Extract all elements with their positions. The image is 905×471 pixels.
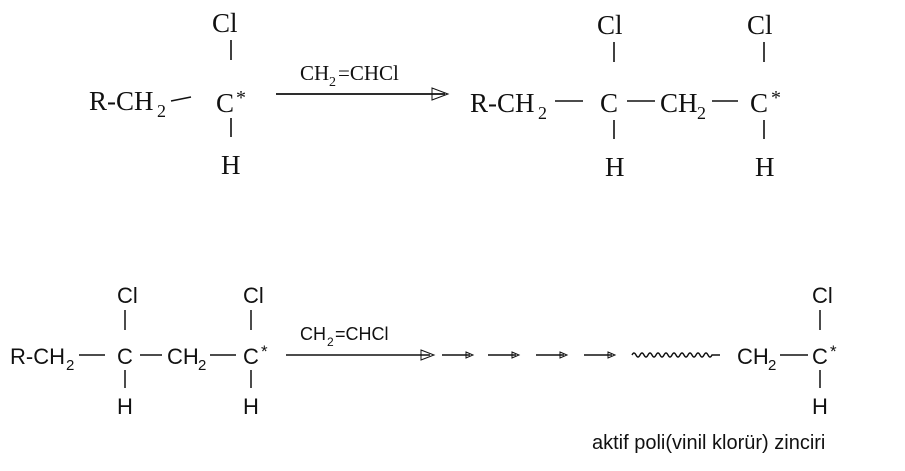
hydrogen-atom: H: [605, 152, 625, 182]
arrow-head-icon: [465, 351, 475, 359]
subscript-2: 2: [538, 103, 547, 123]
arrow-head-icon: [511, 351, 521, 359]
subscript-2: 2: [329, 75, 336, 90]
reaction-1: R-CH 2 C * Cl H CH 2 =CHCl R-CH 2 C Cl: [89, 8, 781, 182]
r-ch-group: R-CH: [89, 86, 154, 116]
subscript-2: 2: [327, 335, 334, 349]
carbon-atom: C: [812, 344, 828, 369]
ch-group: CH: [167, 344, 199, 369]
hydrogen-atom: H: [117, 394, 133, 419]
hydrogen-atom: H: [812, 394, 828, 419]
reaction-1-reactant: R-CH 2 C * Cl H: [89, 8, 246, 180]
carbon-atom: C: [750, 88, 768, 118]
radical-star: *: [771, 87, 781, 109]
arrow-head-icon: [607, 351, 617, 359]
reagent-rest: =CHCl: [338, 61, 399, 85]
arrow-head-icon: [431, 87, 450, 101]
bond-line: [170, 96, 192, 102]
reaction-2-arrow: CH 2 =CHCl: [286, 324, 436, 361]
reagent-ch: CH: [300, 61, 329, 85]
polymer-chain-wave-icon: [631, 352, 720, 358]
subscript-2: 2: [768, 357, 776, 374]
propagation-arrows: [442, 351, 617, 359]
carbon-atom: C: [117, 344, 133, 369]
chlorine-atom: Cl: [243, 283, 264, 308]
reaction-1-product: R-CH 2 C Cl H CH 2 C * Cl H: [470, 10, 781, 182]
subscript-2: 2: [697, 103, 706, 123]
chlorine-atom: Cl: [117, 283, 138, 308]
carbon-atom: C: [600, 88, 618, 118]
hydrogen-atom: H: [221, 150, 241, 180]
carbon-atom: C: [243, 344, 259, 369]
radical-star: *: [236, 87, 246, 109]
reaction-1-arrow: CH 2 =CHCl: [276, 61, 450, 101]
chlorine-atom: Cl: [747, 10, 773, 40]
arrow-head-icon: [420, 349, 436, 361]
ch-group: CH: [660, 88, 698, 118]
hydrogen-atom: H: [755, 152, 775, 182]
reaction-2: R-CH 2 C Cl H CH 2 C * Cl H CH 2 =CHCl: [10, 283, 837, 454]
subscript-2: 2: [157, 101, 166, 121]
reagent-rest: =CHCl: [335, 324, 389, 344]
arrow-head-icon: [559, 351, 569, 359]
hydrogen-atom: H: [243, 394, 259, 419]
radical-star: *: [261, 342, 268, 361]
subscript-2: 2: [198, 357, 206, 374]
r-ch-group: R-CH: [470, 88, 535, 118]
product-caption: aktif poli(vinil klorür) zinciri: [592, 432, 825, 454]
chlorine-atom: Cl: [812, 283, 833, 308]
reaction-2-product: CH 2 C * Cl H: [737, 283, 837, 419]
ch-group: CH: [737, 344, 769, 369]
reaction-2-reactant: R-CH 2 C Cl H CH 2 C * Cl H: [10, 283, 268, 419]
chlorine-atom: Cl: [212, 8, 238, 38]
subscript-2: 2: [66, 357, 74, 374]
carbon-atom: C: [216, 88, 234, 118]
chlorine-atom: Cl: [597, 10, 623, 40]
radical-star: *: [830, 342, 837, 361]
r-ch-group: R-CH: [10, 344, 65, 369]
reagent-ch: CH: [300, 324, 326, 344]
